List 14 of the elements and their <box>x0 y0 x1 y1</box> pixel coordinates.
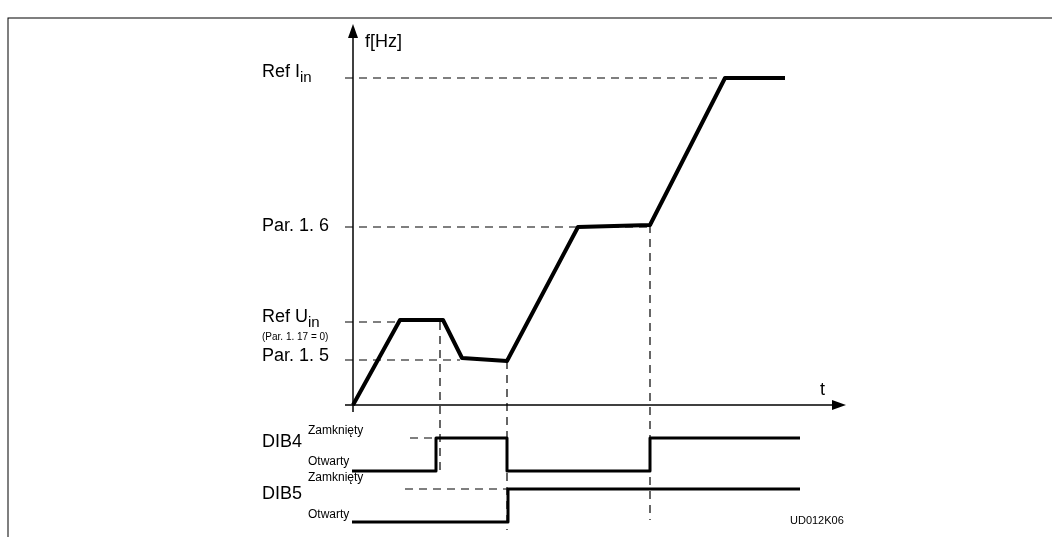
figure-code: UD012K06 <box>790 514 844 527</box>
signal-label: DIB4 <box>262 432 303 452</box>
value-note: (Par. 1. 17 = 0) <box>262 331 329 342</box>
value-label: Par. 1. 5 <box>262 346 330 366</box>
state-label: Zamknięty <box>308 424 364 438</box>
value-label: Ref I$_{in}$ <box>262 62 312 86</box>
state-label: Otwarty <box>308 508 350 522</box>
state-label: Zamknięty <box>308 471 364 485</box>
axis-label: t <box>820 380 825 400</box>
state-label: Otwarty <box>308 455 350 469</box>
value-label: Ref U$_{in}$ <box>262 307 320 331</box>
value-label: Par. 1. 6 <box>262 216 330 236</box>
axis-label: f[Hz] <box>365 32 402 52</box>
signal-label: DIB5 <box>262 484 303 504</box>
